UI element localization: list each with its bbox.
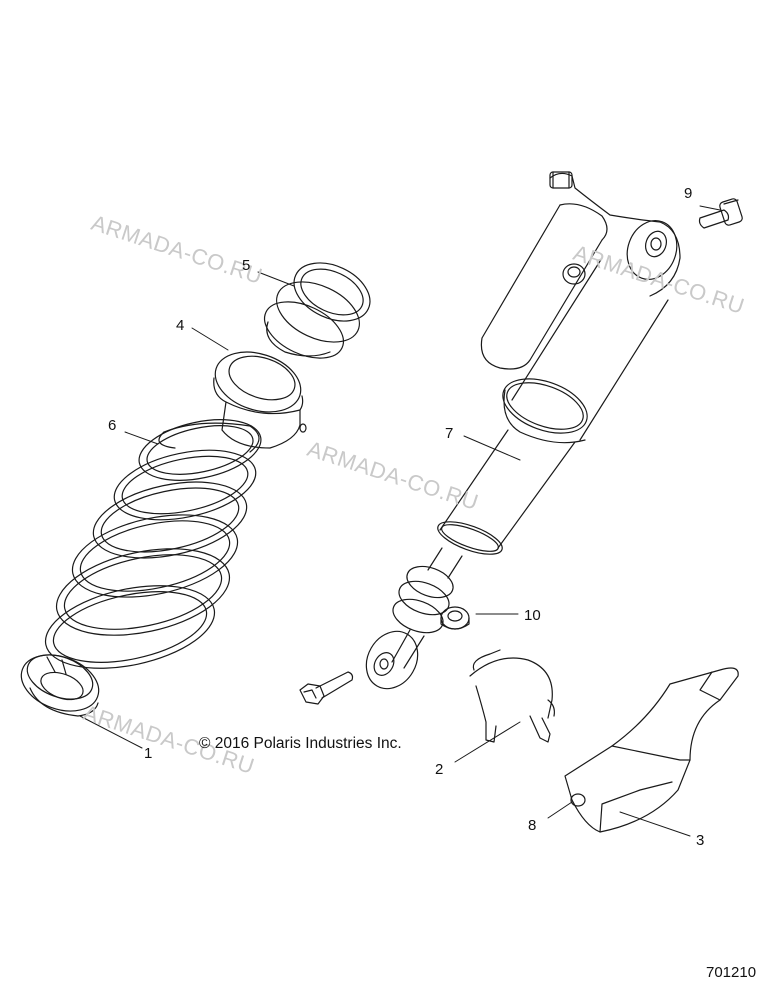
spring-adapter-part — [213, 351, 307, 449]
shock-absorber-part — [365, 171, 681, 690]
lock-nut-part — [440, 606, 470, 630]
lower-spring-seat-part — [20, 654, 100, 717]
coil-spring-part — [44, 419, 262, 669]
lower-mount-bolt-part — [299, 671, 354, 705]
callout-6: 6 — [108, 417, 117, 434]
diagram-number: 701210 — [706, 964, 757, 981]
callout-1: 1 — [144, 745, 153, 762]
callout-5: 5 — [242, 257, 251, 274]
callout-2: 2 — [435, 761, 444, 778]
tender-spring-part — [264, 262, 371, 359]
callout-7: 7 — [445, 425, 454, 442]
callout-8: 8 — [528, 817, 537, 834]
callout-3: 3 — [696, 832, 705, 849]
callout-10: 10 — [524, 607, 541, 624]
upper-mount-bolt-part — [698, 198, 743, 229]
callout-4: 4 — [176, 317, 185, 334]
clamp-bracket-part — [469, 649, 555, 743]
shock-guard-part — [564, 667, 739, 833]
callout-9: 9 — [684, 185, 693, 202]
leader-lines — [79, 205, 721, 837]
copyright-notice: © 2016 Polaris Industries Inc. — [199, 735, 402, 752]
